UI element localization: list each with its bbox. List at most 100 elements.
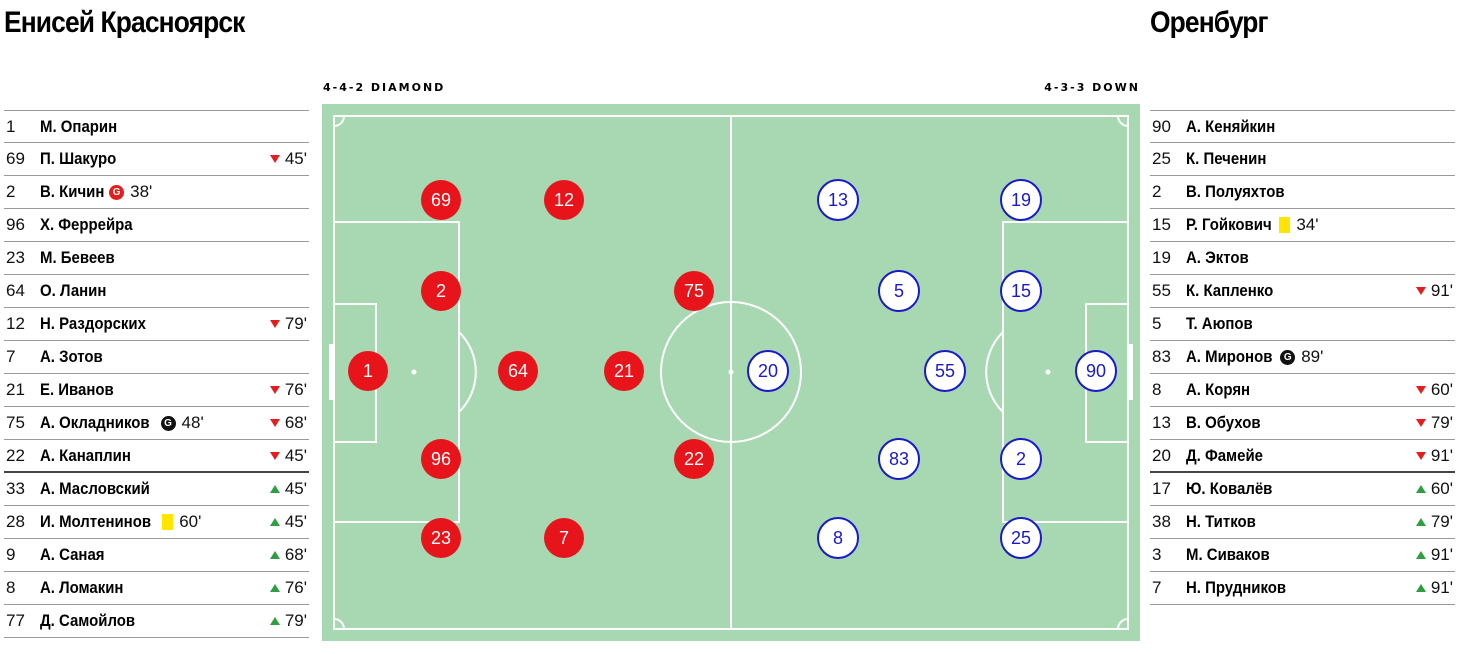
player-marker-circle — [674, 439, 714, 479]
event-minute: 38' — [130, 182, 153, 201]
player-number: 38 — [1152, 512, 1171, 531]
player-marker-number: 12 — [554, 190, 574, 210]
sub-in-arrow-icon — [269, 584, 280, 592]
sub-minute: 45' — [284, 149, 307, 168]
player-marker-number: 22 — [684, 449, 704, 469]
player-marker: 25 — [1000, 517, 1042, 559]
sub-minute: 45' — [284, 479, 307, 498]
substitution: 91' — [1415, 446, 1453, 466]
goal-icon: G — [1280, 349, 1296, 365]
player-marker-number: 21 — [614, 361, 634, 381]
left-penalty-arc — [458, 331, 477, 413]
player-marker: 64 — [498, 351, 538, 391]
player-marker: 19 — [1000, 179, 1042, 221]
player-number: 69 — [6, 149, 25, 168]
player-name: А. Эктов — [1186, 248, 1249, 267]
player-name: Н. Титков — [1186, 512, 1256, 531]
player-marker-circle — [421, 180, 461, 220]
player-number: 77 — [6, 611, 25, 630]
player-marker: 96 — [421, 439, 461, 479]
player-marker-circle — [348, 351, 388, 391]
sub-in-arrow-icon — [1415, 485, 1426, 493]
player-marker-circle — [421, 518, 461, 558]
player-marker: 20 — [747, 350, 789, 392]
player-marker-number: 83 — [889, 449, 909, 469]
substitution: 68' — [269, 545, 307, 565]
player-name: В. Кичин — [40, 182, 105, 201]
player-marker: 8 — [817, 517, 859, 559]
sub-in-arrow-icon — [1415, 551, 1426, 559]
player-number: 17 — [1152, 479, 1171, 498]
player-marker: 55 — [924, 350, 966, 392]
player-marker-number: 13 — [828, 190, 848, 210]
player-name: А. Корян — [1186, 380, 1251, 399]
player-name: П. Шакуро — [40, 149, 117, 168]
substitution: 79' — [269, 611, 307, 631]
left-goal — [329, 344, 334, 400]
player-marker: 13 — [817, 179, 859, 221]
sub-out-arrow-icon — [1415, 386, 1426, 394]
player-number: 2 — [1152, 182, 1162, 201]
player-marker-number: 23 — [431, 528, 451, 548]
substitution: 60' — [1415, 479, 1453, 499]
sub-out-arrow-icon — [1415, 419, 1426, 427]
player-number: 96 — [6, 215, 25, 234]
sub-minute: 91' — [1430, 281, 1453, 300]
player-marker-circle — [421, 271, 461, 311]
player-marker-number: 2 — [1016, 449, 1026, 469]
player-marker: 23 — [421, 518, 461, 558]
player-marker-circle — [878, 438, 920, 480]
player-number: 28 — [6, 512, 25, 531]
player-name: А. Зотов — [40, 347, 103, 366]
player-marker-number: 75 — [684, 281, 704, 301]
sub-minute: 91' — [1430, 545, 1453, 564]
player-number: 7 — [6, 347, 16, 366]
player-marker: 2 — [421, 271, 461, 311]
player-row: 69 П. Шакуро 45' — [4, 143, 309, 176]
player-event: 60' — [162, 512, 201, 532]
sub-out-arrow-icon — [269, 320, 280, 328]
player-number: 5 — [1152, 314, 1162, 333]
player-number: 13 — [1152, 413, 1171, 432]
sub-in-arrow-icon — [269, 617, 280, 625]
substitution: 76' — [269, 578, 307, 598]
player-number: 75 — [6, 413, 25, 432]
player-marker-number: 25 — [1011, 528, 1031, 548]
player-marker-number: 7 — [559, 528, 569, 548]
player-number: 1 — [6, 116, 16, 136]
sub-in-arrow-icon — [269, 485, 280, 493]
substitution: 79' — [1415, 512, 1453, 532]
player-marker-circle — [1000, 438, 1042, 480]
event-minute: 60' — [179, 512, 202, 531]
player-row: 38 Н. Титков 79' — [1150, 506, 1455, 539]
player-number: 83 — [1152, 347, 1171, 366]
player-name: А. Кеняйкин — [1186, 116, 1276, 136]
player-name: М. Опарин — [40, 116, 118, 136]
player-number: 33 — [6, 479, 25, 498]
player-marker-number: 96 — [431, 449, 451, 469]
corner-arc — [1117, 115, 1129, 127]
substitution: 91' — [1415, 281, 1453, 301]
sub-minute: 68' — [284, 545, 307, 564]
sub-minute: 60' — [1430, 479, 1453, 498]
sub-minute: 79' — [284, 611, 307, 630]
player-marker: 7 — [544, 518, 584, 558]
center-circle — [660, 301, 802, 443]
substitution: 45' — [269, 446, 307, 466]
player-number: 55 — [1152, 281, 1171, 300]
player-number: 22 — [6, 445, 25, 465]
player-marker: 75 — [674, 271, 714, 311]
right-goal — [1128, 344, 1133, 400]
right-penalty-arc — [985, 331, 1004, 413]
